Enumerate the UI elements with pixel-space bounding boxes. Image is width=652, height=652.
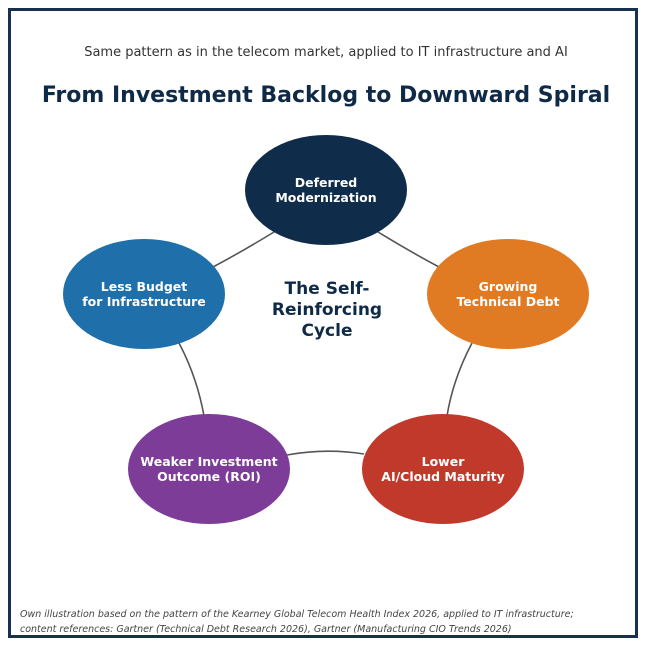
cycle-center-label: The Self- Reinforcing Cycle — [271, 279, 383, 341]
node-label-less-budget-infrastructure: Less Budget for Infrastructure — [82, 279, 206, 309]
node-lower-ai-cloud-maturity — [362, 414, 524, 524]
cycle-diagram — [63, 135, 589, 524]
node-deferred-modernization — [245, 135, 407, 245]
node-less-budget-infrastructure — [63, 239, 225, 349]
connector-3-4 — [286, 450, 365, 456]
connector-4-5 — [178, 342, 205, 417]
source-footnote: Own illustration based on the pattern of… — [20, 607, 620, 637]
footnote-line-2: content references: Gartner (Technical D… — [20, 624, 512, 635]
node-label-weaker-investment-outcome: Weaker Investment Outcome (ROI) — [140, 454, 278, 484]
node-growing-technical-debt — [427, 239, 589, 349]
node-weaker-investment-outcome — [128, 414, 290, 524]
connector-1-2 — [377, 231, 440, 268]
subtitle: Same pattern as in the telecom market, a… — [84, 45, 568, 60]
page-title: From Investment Backlog to Downward Spir… — [41, 83, 611, 108]
node-label-deferred-modernization: Deferred Modernization — [275, 175, 377, 205]
connector-5-1 — [212, 231, 275, 268]
node-label-growing-technical-debt: Growing Technical Debt — [456, 279, 560, 309]
connector-2-3 — [446, 342, 473, 417]
node-label-lower-ai-cloud-maturity: Lower AI/Cloud Maturity — [381, 454, 505, 484]
footnote-line-1: Own illustration based on the pattern of… — [20, 609, 574, 620]
diagram-frame: Same pattern as in the telecom market, a… — [8, 8, 638, 638]
